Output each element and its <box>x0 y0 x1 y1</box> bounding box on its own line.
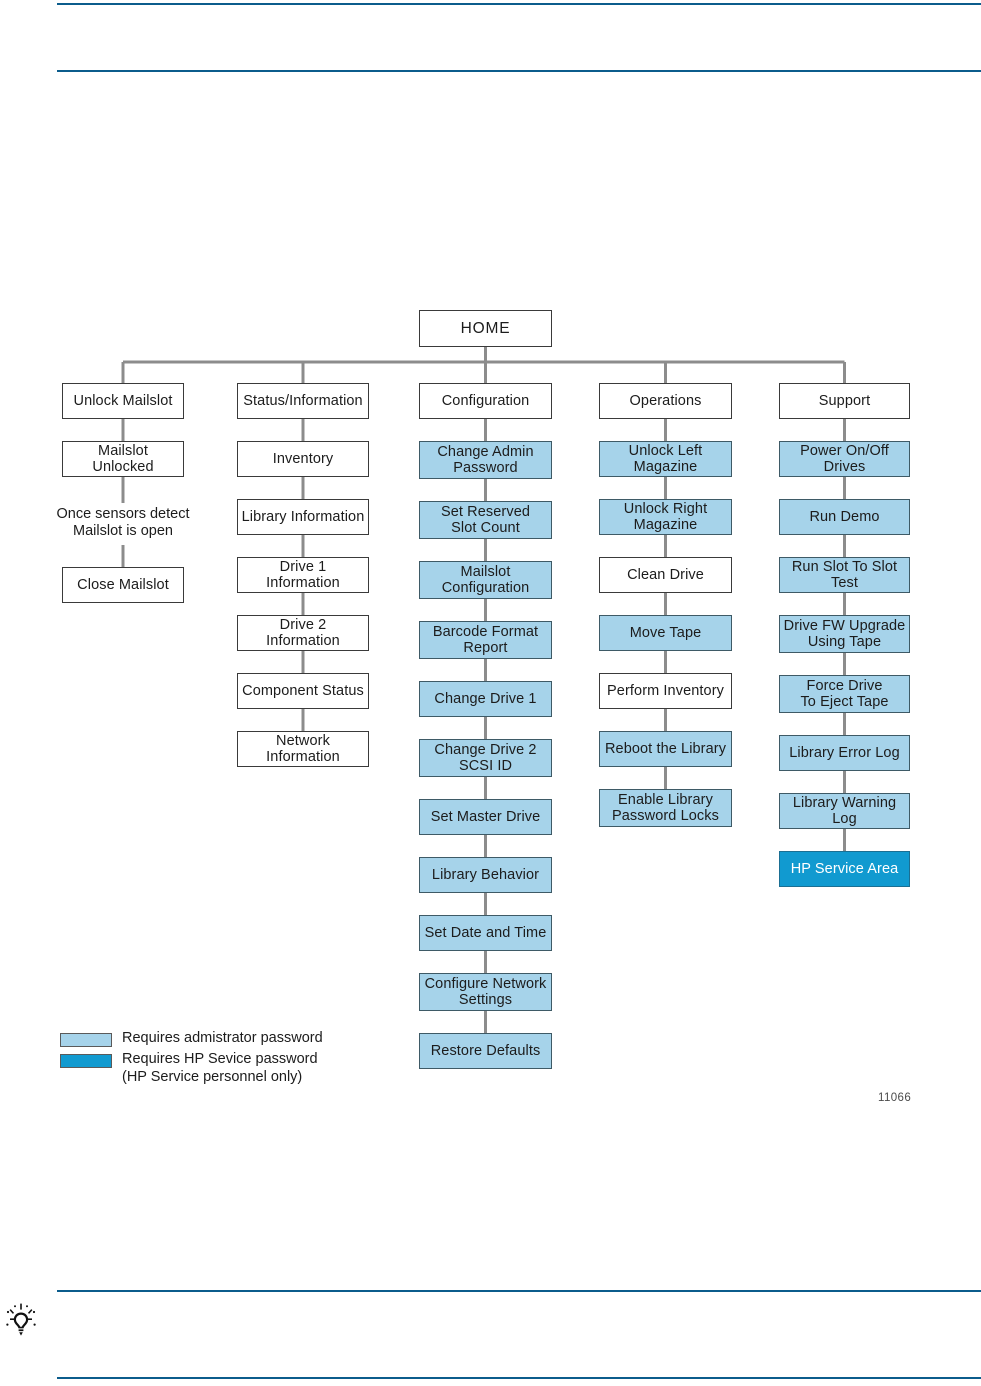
figure-id: 11066 <box>878 1092 912 1104</box>
lightbulb-tip-icon <box>6 1303 36 1336</box>
node-operations-enable-library-password-locks[interactable]: Enable Library Password Locks <box>599 789 732 827</box>
node-configuration-change-drive-2-scsi-id[interactable]: Change Drive 2 SCSI ID <box>419 739 552 777</box>
node-configuration-library-behavior[interactable]: Library Behavior <box>419 857 552 893</box>
footer-rule-top <box>57 1290 981 1292</box>
footer-rule-bottom <box>57 1377 981 1379</box>
node-configuration-change-admin-password[interactable]: Change Admin Password <box>419 441 552 479</box>
node-configuration-configure-network-settings[interactable]: Configure Network Settings <box>419 973 552 1011</box>
caption-unlock-mailslot: Once sensors detect Mailslot is open <box>56 506 190 540</box>
header-rule-top <box>57 3 981 5</box>
node-home[interactable]: HOME <box>419 310 552 347</box>
node-configuration-set-master-drive[interactable]: Set Master Drive <box>419 799 552 835</box>
legend-label-service: Requires HP Sevice password (HP Service … <box>122 1051 318 1085</box>
node-support-power-on-off-drives[interactable]: Power On/Off Drives <box>779 441 910 477</box>
legend-row-service: Requires HP Sevice password (HP Service … <box>60 1051 360 1086</box>
node-configuration-set-reserved-slot-count[interactable]: Set Reserved Slot Count <box>419 501 552 539</box>
node-configuration-restore-defaults[interactable]: Restore Defaults <box>419 1033 552 1069</box>
node-status-information-header[interactable]: Status/Information <box>237 383 369 419</box>
node-status-information-library-information[interactable]: Library Information <box>237 499 369 535</box>
node-operations-reboot-the-library[interactable]: Reboot the Library <box>599 731 732 767</box>
node-configuration-header[interactable]: Configuration <box>419 383 552 419</box>
node-status-information-network-information[interactable]: Network Information <box>237 731 369 767</box>
legend-row-admin: Requires admistrator password <box>60 1030 360 1047</box>
node-status-information-component-status[interactable]: Component Status <box>237 673 369 709</box>
legend-swatch-admin-icon <box>60 1033 112 1047</box>
node-configuration-barcode-format-report[interactable]: Barcode Format Report <box>419 621 552 659</box>
node-operations-unlock-left-magazine[interactable]: Unlock Left Magazine <box>599 441 732 477</box>
node-support-library-error-log[interactable]: Library Error Log <box>779 735 910 771</box>
node-status-information-drive-2-information[interactable]: Drive 2 Information <box>237 615 369 651</box>
node-operations-move-tape[interactable]: Move Tape <box>599 615 732 651</box>
legend-swatch-service-icon <box>60 1054 112 1069</box>
node-support-drive-fw-upgrade-using-tape[interactable]: Drive FW Upgrade Using Tape <box>779 615 910 653</box>
node-unlock-mailslot-mailslot-unlocked[interactable]: Mailslot Unlocked <box>62 441 184 477</box>
node-operations-clean-drive[interactable]: Clean Drive <box>599 557 732 593</box>
node-configuration-change-drive-1[interactable]: Change Drive 1 <box>419 681 552 717</box>
node-support-header[interactable]: Support <box>779 383 910 419</box>
node-status-information-inventory[interactable]: Inventory <box>237 441 369 477</box>
node-support-hp-service-area[interactable]: HP Service Area <box>779 851 910 887</box>
node-configuration-mailslot-configuration[interactable]: Mailslot Configuration <box>419 561 552 599</box>
node-operations-perform-inventory[interactable]: Perform Inventory <box>599 673 732 709</box>
node-status-information-drive-1-information[interactable]: Drive 1 Information <box>237 557 369 593</box>
legend: Requires admistrator password Requires H… <box>60 1030 360 1090</box>
node-support-library-warning-log[interactable]: Library Warning Log <box>779 793 910 829</box>
node-support-run-slot-to-slot-test[interactable]: Run Slot To Slot Test <box>779 557 910 593</box>
node-unlock-mailslot-close-mailslot[interactable]: Close Mailslot <box>62 567 184 603</box>
header-rule-bottom <box>57 70 981 72</box>
node-support-run-demo[interactable]: Run Demo <box>779 499 910 535</box>
node-operations-unlock-right-magazine[interactable]: Unlock Right Magazine <box>599 499 732 535</box>
node-support-force-drive-to-eject-tape[interactable]: Force Drive To Eject Tape <box>779 675 910 713</box>
node-operations-header[interactable]: Operations <box>599 383 732 419</box>
legend-label-admin: Requires admistrator password <box>122 1030 323 1046</box>
node-configuration-set-date-and-time[interactable]: Set Date and Time <box>419 915 552 951</box>
node-unlock-mailslot-header[interactable]: Unlock Mailslot <box>62 383 184 419</box>
